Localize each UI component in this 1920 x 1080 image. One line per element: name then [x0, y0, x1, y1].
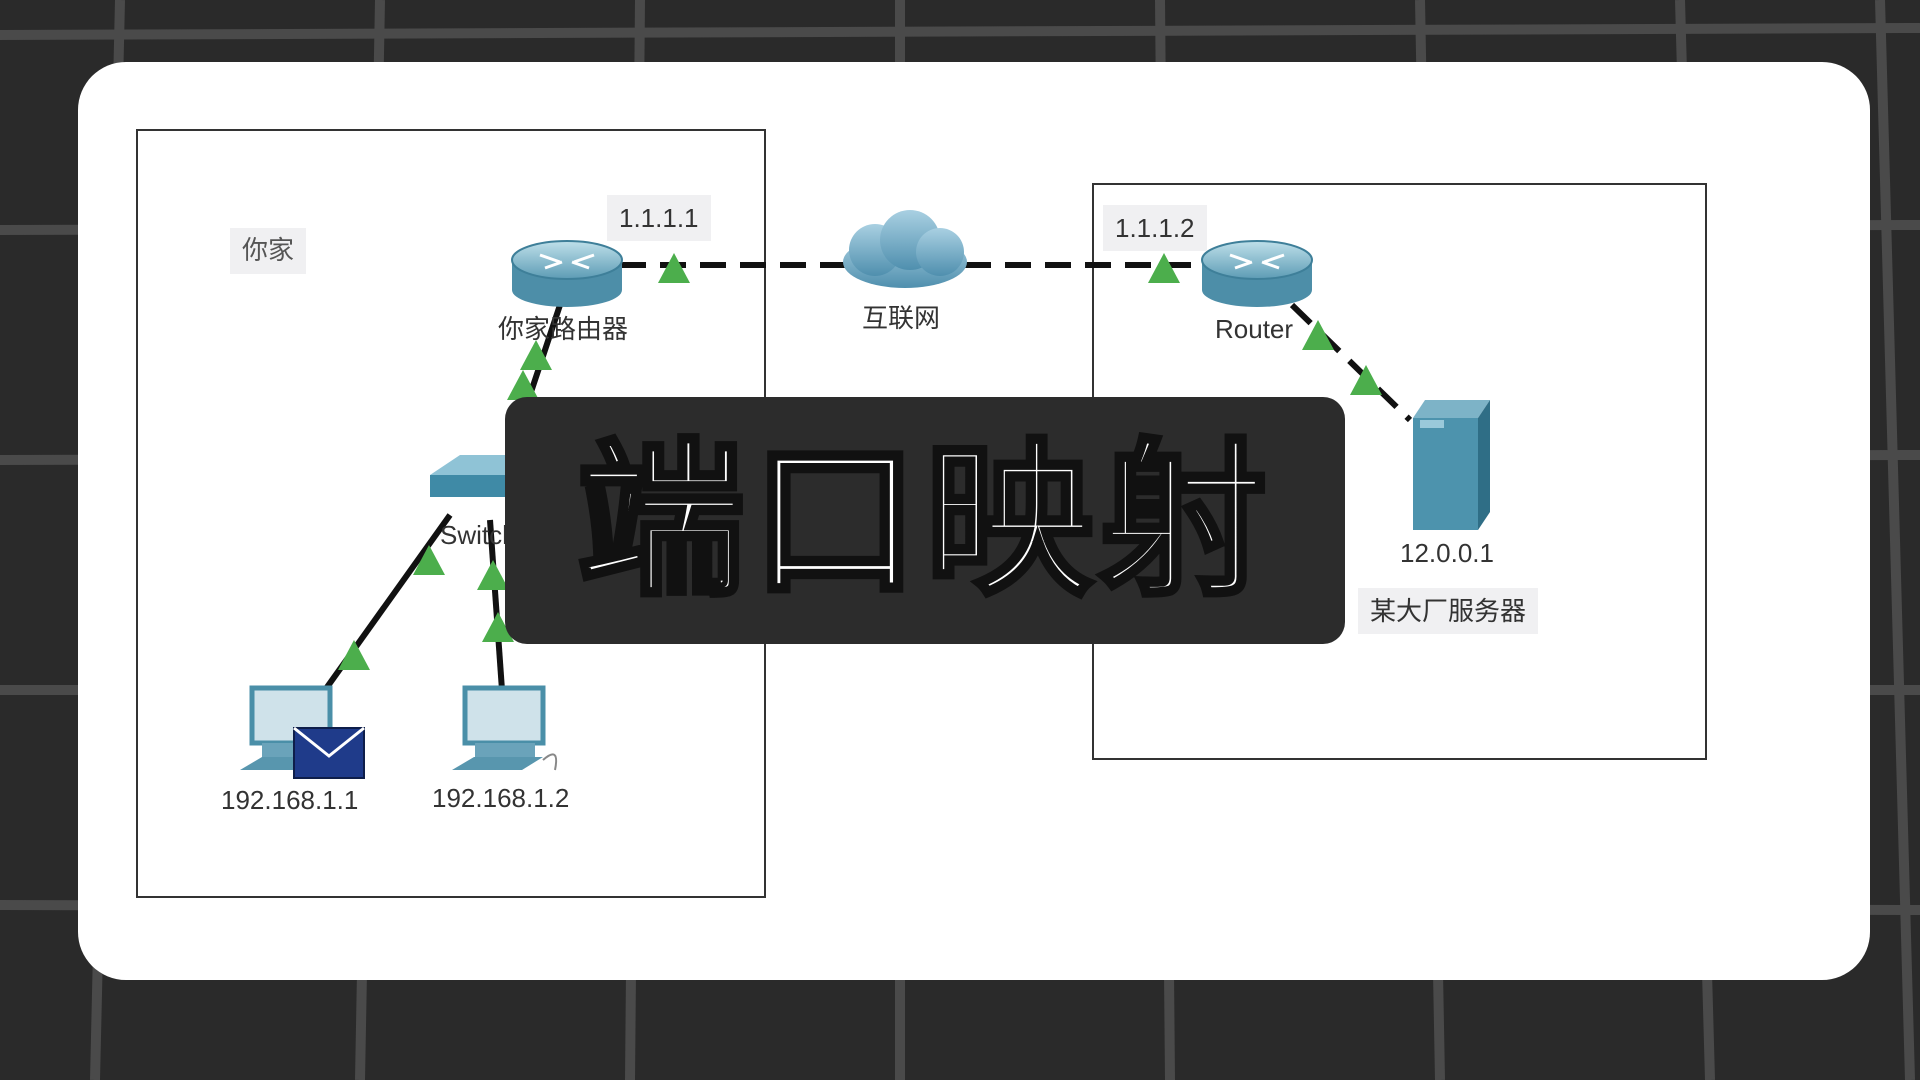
remote-router-icon[interactable] [1201, 240, 1313, 307]
link-up-indicator [507, 370, 539, 400]
link-up-indicator [658, 253, 690, 283]
home-zone-label: 你家 [230, 228, 307, 274]
internet-label: 互联网 [862, 303, 941, 333]
link-up-indicator [520, 340, 552, 370]
server-icon[interactable] [1413, 400, 1490, 530]
link-switch-to-pc2 [487, 519, 505, 691]
remote-router-ip: 1.1.1.2 [1103, 205, 1207, 251]
link-up-indicator [477, 560, 509, 590]
server-ip-label: 12.0.0.1 [1400, 538, 1494, 568]
title-banner: 端口映射 [505, 397, 1345, 644]
link-up-indicator [1350, 365, 1382, 395]
home-router-label: 你家路由器 [498, 314, 629, 344]
server-name-label: 某大厂服务器 [1358, 588, 1539, 634]
link-up-indicator [1148, 253, 1180, 283]
mail-envelope-icon [293, 726, 365, 779]
pc2-computer-icon[interactable] [452, 685, 558, 771]
link-up-indicator [1302, 320, 1334, 350]
link-up-indicator [338, 640, 370, 670]
link-remote-router-to-server [1289, 302, 1413, 423]
home-router-icon[interactable] [511, 240, 623, 307]
page-title: 端口映射 [575, 422, 1273, 619]
pc2-ip-label: 192.168.1.2 [432, 783, 570, 813]
internet-cloud-icon [843, 210, 967, 288]
pc1-ip-label: 192.168.1.1 [221, 785, 359, 815]
link-up-indicator [482, 612, 514, 642]
link-up-indicator [413, 545, 445, 575]
link-indicators [338, 253, 1382, 670]
home-router-ip: 1.1.1.1 [607, 195, 711, 241]
remote-router-label: Router [1215, 314, 1294, 344]
